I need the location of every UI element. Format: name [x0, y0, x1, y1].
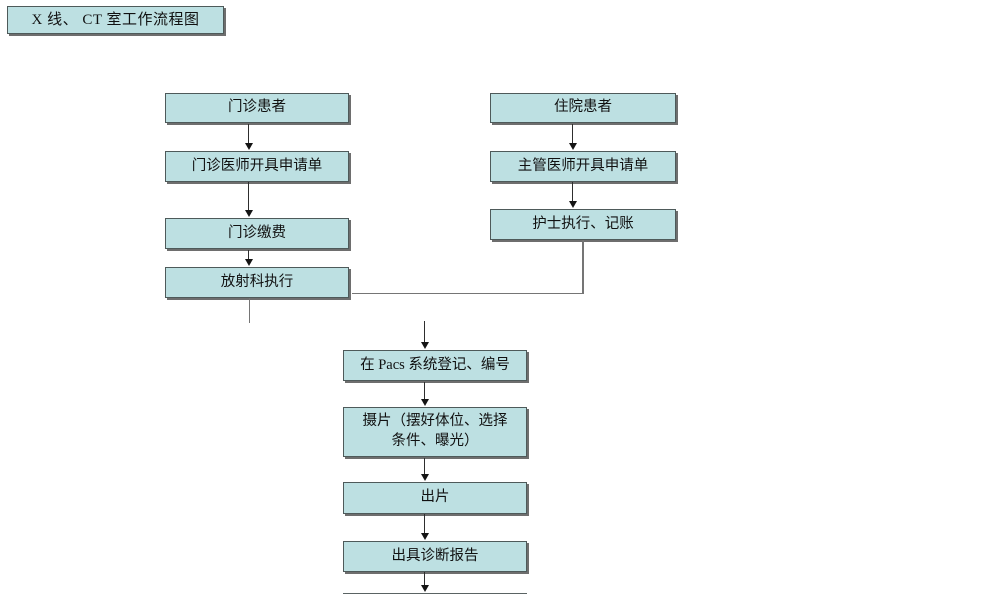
- flow-arrow-filming-to-filmout: [420, 458, 430, 481]
- connector-radiology-down: [248, 298, 251, 323]
- node-diagnostic-report: 出具诊断报告: [343, 541, 527, 572]
- flow-arrow-outpatient-3: [244, 250, 254, 266]
- connector-merge-horizontal: [352, 292, 583, 295]
- flow-arrow-inpatient-1: [568, 124, 578, 150]
- node-outpatient-patient: 门诊患者: [165, 93, 349, 123]
- arrow-stem: [424, 458, 426, 475]
- arrow-stem: [424, 382, 426, 400]
- node-filming-line2: 条件、曝光）: [391, 433, 479, 449]
- arrow-stem: [424, 514, 426, 534]
- node-film-out: 出片: [343, 482, 527, 514]
- arrow-stem: [248, 182, 250, 211]
- node-pacs-register: 在 Pacs 系统登记、编号: [343, 350, 527, 381]
- connector-inpatient-down: [582, 240, 584, 294]
- node-inpatient-patient: 住院患者: [490, 93, 676, 123]
- arrow-head-icon: [420, 399, 429, 406]
- flow-arrow-outpatient-2: [244, 182, 254, 217]
- node-radiology-execute: 放射科执行: [165, 267, 349, 298]
- arrow-head-icon: [244, 259, 253, 266]
- arrow-head-icon: [568, 143, 577, 150]
- flow-arrow-inpatient-2: [568, 182, 578, 208]
- arrow-head-icon: [420, 342, 429, 349]
- arrow-head-icon: [420, 585, 429, 592]
- arrow-head-icon: [420, 474, 429, 481]
- arrow-stem: [572, 182, 574, 202]
- node-nurse-execute: 护士执行、记账: [490, 209, 676, 240]
- node-filming-line1: 摄片（摆好体位、选择: [362, 413, 508, 430]
- node-filming: 摄片（摆好体位、选择 条件、曝光）: [343, 407, 527, 457]
- arrow-head-icon: [420, 533, 429, 540]
- arrow-stem: [424, 321, 426, 343]
- flow-arrow-filmout-to-report: [420, 514, 430, 540]
- node-outpatient-payment: 门诊缴费: [165, 218, 349, 249]
- flow-arrow-report-to-next: [420, 572, 430, 592]
- flowchart-title: X 线、 CT 室工作流程图: [7, 6, 224, 34]
- arrow-head-icon: [244, 210, 253, 217]
- flow-arrow-pacs-to-filming: [420, 382, 430, 406]
- arrow-stem: [424, 572, 426, 586]
- arrow-stem: [248, 250, 250, 260]
- arrow-stem: [572, 124, 574, 144]
- arrow-head-icon: [244, 143, 253, 150]
- partial-next-node-top-border: [343, 592, 527, 595]
- flow-arrow-into-pacs: [420, 321, 430, 349]
- arrow-stem: [248, 124, 250, 144]
- node-attending-doctor-order: 主管医师开具申请单: [490, 151, 676, 182]
- node-outpatient-doctor-order: 门诊医师开具申请单: [165, 151, 349, 182]
- arrow-head-icon: [568, 201, 577, 208]
- flow-arrow-outpatient-1: [244, 124, 254, 150]
